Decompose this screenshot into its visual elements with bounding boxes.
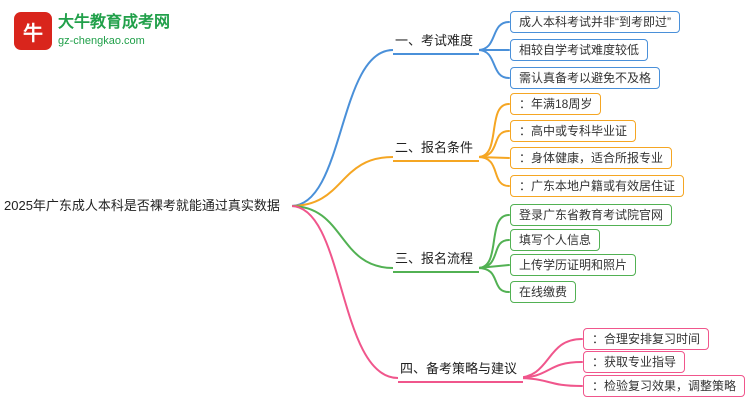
branch-signup-conditions: 二、报名条件 bbox=[393, 135, 480, 162]
branch-signup-process: 三、报名流程 bbox=[393, 246, 480, 273]
child-topic: 在线缴费 bbox=[510, 281, 577, 303]
child-topic: 需认真备考以避免不及格 bbox=[510, 67, 661, 89]
branch-prep-strategy: 四、备考策略与建议 bbox=[398, 356, 524, 383]
child-topic: ：广东本地户籍或有效居住证 bbox=[510, 175, 685, 197]
branch-exam-difficulty: 一、考试难度 bbox=[393, 28, 480, 55]
child-topic: 登录广东省教育考试院官网 bbox=[510, 204, 673, 226]
child-topic: 相较自学考试难度较低 bbox=[510, 39, 649, 61]
child-topic: 填写个人信息 bbox=[510, 229, 601, 251]
child-topic: 成人本科考试并非“到考即过” bbox=[510, 11, 680, 33]
child-topic: ：检验复习效果，调整策略 bbox=[583, 375, 746, 397]
child-topic: ：身体健康，适合所报专业 bbox=[510, 147, 673, 169]
child-topic: ：获取专业指导 bbox=[583, 351, 686, 373]
child-topic: ：合理安排复习时间 bbox=[583, 328, 710, 350]
site-logo: 牛 大牛教育成考网 gz-chengkao.com bbox=[14, 12, 170, 50]
site-name: 大牛教育成考网 bbox=[58, 14, 171, 31]
child-topic: 上传学历证明和照片 bbox=[510, 254, 637, 276]
site-url: gz-chengkao.com bbox=[58, 35, 145, 47]
child-topic: ：高中或专科毕业证 bbox=[510, 120, 637, 142]
root-topic: 2025年广东成人本科是否裸考就能通过真实数据 bbox=[4, 197, 292, 214]
logo-icon: 牛 bbox=[14, 12, 52, 50]
child-topic: ：年满18周岁 bbox=[510, 93, 602, 115]
